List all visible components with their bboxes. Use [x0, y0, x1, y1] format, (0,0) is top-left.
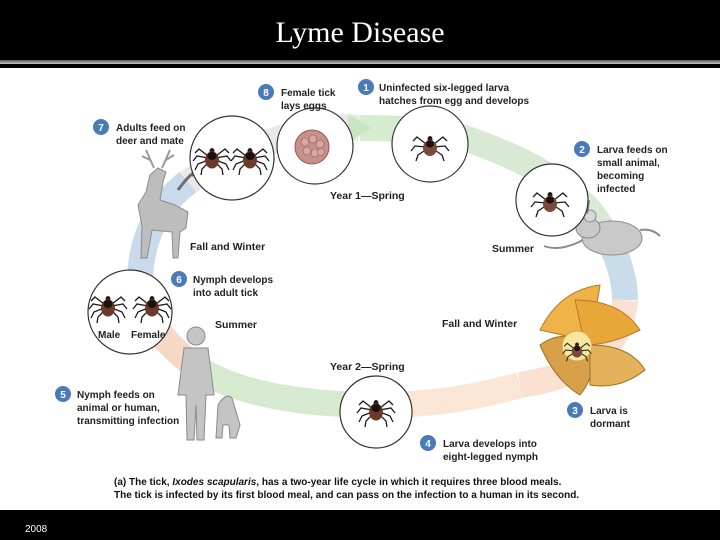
step-4-label-line-1: Larva develops into — [443, 439, 537, 450]
caption-prefix: (a) The tick, — [114, 477, 172, 488]
step-7-number: 7 — [98, 123, 104, 134]
stage-adult-ticks — [87, 269, 173, 355]
step-2: 2 Larva feeds on small animal, becoming … — [574, 141, 668, 195]
caption-species: Ixodes scapularis — [172, 477, 256, 488]
season-summer-1: Summer — [492, 243, 534, 255]
slide-content: Year 1—Spring Summer Fall and Winter Sum… — [0, 68, 720, 510]
label-female: Female — [131, 330, 166, 341]
step-7-label-line-1: Adults feed on — [116, 123, 185, 134]
label-male: Male — [98, 330, 121, 341]
tick-life-cycle-diagram: Year 1—Spring Summer Fall and Winter Sum… — [55, 79, 668, 501]
step-8-label-line-2: lays eggs — [281, 101, 327, 112]
slide-title: Lyme Disease — [275, 16, 445, 49]
stage-adults-mating — [189, 115, 275, 201]
step-2-label-line-4: infected — [597, 184, 635, 195]
season-year2-spring: Year 2—Spring — [330, 361, 405, 373]
step-1-label-line-1: Uninfected six-legged larva — [379, 83, 509, 94]
step-7-label-line-2: deer and mate — [116, 136, 184, 147]
person-and-dog-illustration — [177, 326, 241, 441]
step-2-label-line-3: becoming — [597, 171, 644, 182]
stage-larva-hatching — [391, 105, 469, 183]
step-4-number: 4 — [425, 439, 431, 450]
caption-rest: , has a two-year life cycle in which it … — [256, 477, 561, 488]
stage-nymph — [339, 375, 413, 449]
step-2-number: 2 — [579, 145, 585, 156]
step-2-label-line-2: small animal, — [597, 158, 660, 169]
footer-year: 2008 — [25, 524, 48, 535]
step-1: 1 Uninfected six-legged larva hatches fr… — [358, 79, 529, 107]
step-6-label-line-1: Nymph develops — [193, 275, 273, 286]
step-6-number: 6 — [176, 275, 182, 286]
step-6: 6 Nymph develops into adult tick — [171, 271, 273, 299]
title-bar — [0, 0, 720, 64]
step-5-label-line-2: animal or human, — [77, 403, 160, 414]
season-summer-2: Summer — [215, 319, 257, 331]
step-4: 4 Larva develops into eight-legged nymph — [420, 435, 538, 463]
season-fall-winter-2: Fall and Winter — [442, 318, 517, 330]
season-year1-spring: Year 1—Spring — [330, 190, 405, 202]
step-3-label-line-2: dormant — [590, 419, 631, 430]
step-5-label-line-3: transmitting infection — [77, 416, 179, 427]
step-5: 5 Nymph feeds on animal or human, transm… — [55, 386, 179, 427]
step-7: 7 Adults feed on deer and mate — [93, 119, 185, 147]
step-5-number: 5 — [60, 390, 66, 401]
bottom-bar — [0, 510, 720, 540]
step-1-number: 1 — [363, 83, 369, 94]
step-3-number: 3 — [572, 406, 578, 417]
step-3-label-line-1: Larva is — [590, 406, 628, 417]
caption-line-2: The tick is infected by its first blood … — [114, 490, 579, 501]
step-8-label-line-1: Female tick — [281, 88, 336, 99]
stage-egg-mass — [276, 107, 354, 185]
step-4-label-line-2: eight-legged nymph — [443, 452, 538, 463]
step-5-label-line-1: Nymph feeds on — [77, 390, 155, 401]
step-6-label-line-2: into adult tick — [193, 288, 258, 299]
step-2-label-line-1: Larva feeds on — [597, 145, 668, 156]
step-3: 3 Larva is dormant — [567, 402, 631, 430]
caption-line-1: (a) The tick, Ixodes scapularis, has a t… — [114, 477, 562, 488]
step-1-label-line-2: hatches from egg and develops — [379, 96, 529, 107]
stage-larva-feeding — [515, 163, 589, 237]
season-fall-winter-1: Fall and Winter — [190, 241, 265, 253]
step-8: 8 Female tick lays eggs — [258, 84, 336, 112]
step-8-number: 8 — [263, 88, 269, 99]
